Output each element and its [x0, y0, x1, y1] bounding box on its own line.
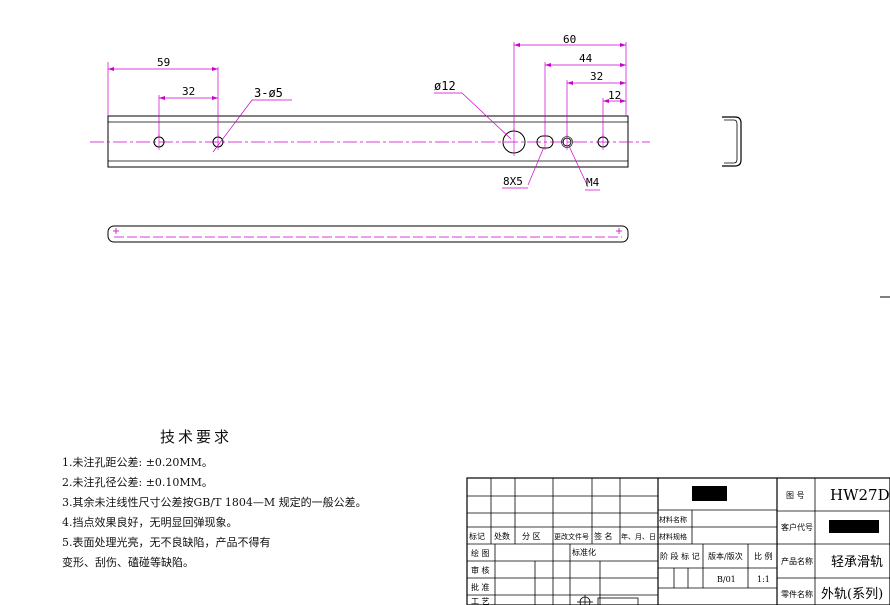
callout-phi12: ø12 [434, 79, 456, 93]
callout-slot: 8X5 [503, 175, 523, 188]
tb-label-standardization: 标准化 [572, 547, 596, 557]
dim-text-32-left: 32 [182, 85, 195, 98]
notes-title: 技术要求 [160, 428, 233, 446]
tb-drawing-no-label: 图 号 [786, 491, 805, 500]
tb-version-label: 版本/版次 [708, 551, 743, 561]
dim-text-60: 60 [563, 33, 576, 46]
rail-bottom-view [107, 225, 629, 243]
tb-scale-label: 比 例 [754, 551, 773, 561]
dimension-arrows [108, 43, 626, 103]
title-block [466, 477, 890, 605]
tb-label-draw: 绘 图 [471, 548, 490, 558]
dimension-lines [107, 42, 627, 191]
note-item: 变形、刮伤、磕碰等缺陷。 [62, 556, 194, 569]
dim-text-12: 12 [608, 89, 621, 102]
redacted-customer-code [829, 520, 879, 533]
tb-part-name: 外轨(系列) [821, 587, 883, 602]
tb-material-name-label: 材料名称 [659, 515, 687, 524]
tb-product-name: 轻承滑轨 [831, 555, 883, 570]
tb-header-date: 年、月、日 [621, 532, 656, 541]
dim-text-32-right: 32 [590, 70, 603, 83]
tb-header-change-doc: 更改文件号 [554, 532, 589, 541]
bottom-view-outline [107, 225, 629, 243]
note-item: 5.表面处理光亮，无不良缺陷，产品不得有 [62, 536, 271, 549]
note-item: 2.未注孔径公差: ±0.10MM。 [62, 476, 213, 489]
tb-header-zone: 分 区 [522, 532, 541, 541]
note-item: 1.未注孔距公差: ±0.20MM。 [62, 456, 213, 469]
tb-label-check: 审 核 [471, 565, 490, 575]
rail-outline [107, 115, 629, 168]
rail-front-view [107, 115, 629, 168]
rail-side-profile [722, 116, 742, 167]
tb-scale-value: 1:1 [757, 575, 770, 584]
note-item: 4.挡点效果良好，无明显回弹现象。 [62, 516, 238, 529]
callout-3-holes: 3-ø5 [254, 86, 283, 100]
dim-text-44: 44 [579, 52, 593, 65]
tb-label-process: 工 艺 [471, 597, 490, 605]
redacted-company-logo [692, 486, 727, 501]
tb-header-sign: 签 名 [594, 531, 613, 541]
tb-label-approve: 批 准 [471, 582, 490, 592]
tb-part-name-label: 零件名称 [781, 589, 813, 599]
tb-customer-code-label: 客户代号 [781, 522, 813, 532]
tb-drawing-no: HW27D [830, 486, 890, 504]
dim-text-59: 59 [157, 56, 170, 69]
projection-symbol-icon [577, 595, 639, 605]
tb-stage-label: 阶 段 标 记 [660, 551, 700, 561]
tb-header-mark: 标记 [469, 531, 485, 541]
tb-product-name-label: 产品名称 [781, 556, 813, 566]
callout-m4: M4 [586, 176, 600, 189]
tb-material-spec-label: 材料规格 [659, 532, 687, 541]
note-item: 3.其余未注线性尺寸公差按GB/T 1804—M 规定的一般公差。 [62, 496, 367, 509]
tb-version-value: B/01 [717, 575, 736, 584]
tb-header-count: 处数 [494, 531, 510, 541]
